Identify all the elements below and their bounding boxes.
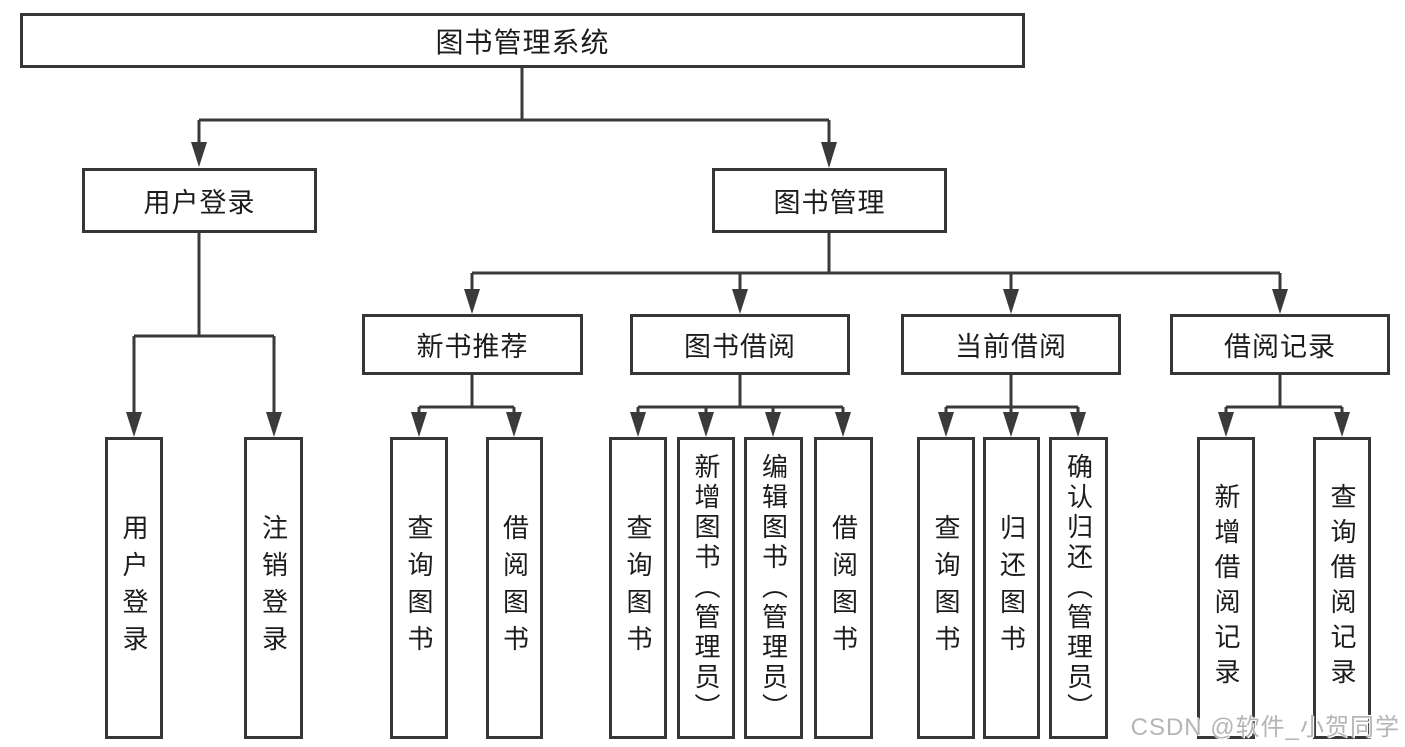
leaf-node-user-login: 用户登录: [105, 437, 163, 739]
leaf-node-borrow-books: 借阅图书: [486, 437, 543, 739]
arrowhead: [266, 412, 282, 437]
arrowhead: [630, 412, 646, 437]
arrowhead: [698, 412, 714, 437]
connector-borrow-record-group: [1218, 375, 1350, 437]
arrowhead: [464, 289, 480, 314]
arrowhead: [1070, 412, 1086, 437]
leaf-node-confirm-return-admin: 确认归还（管理员）: [1049, 437, 1108, 739]
leaf-node-add-borrow-record: 新增借阅记录: [1197, 437, 1255, 739]
arrowhead: [126, 412, 142, 437]
arrowhead: [765, 412, 781, 437]
node-label: 新增图书（管理员）: [691, 453, 721, 723]
arrowhead: [1334, 412, 1350, 437]
node-label: 借阅图书: [828, 514, 859, 662]
arrowhead: [1003, 412, 1019, 437]
leaf-node-borrow-books: 借阅图书: [814, 437, 873, 739]
leaf-node-query-books: 查询图书: [390, 437, 448, 739]
level2-node-user-login: 用户登录: [82, 168, 317, 233]
arrowhead: [411, 412, 427, 437]
arrowhead: [835, 412, 851, 437]
node-label: 图书管理系统: [435, 26, 610, 58]
connector-new-book-recommend-group: [411, 375, 522, 437]
node-label: 新书推荐: [416, 332, 529, 362]
connector-user-login-branch: [126, 233, 282, 437]
connector-root-to-level2: [191, 68, 837, 168]
group-node-borrow-record: 借阅记录: [1170, 314, 1390, 375]
arrowhead: [1003, 289, 1019, 314]
arrowhead: [821, 142, 837, 168]
arrowhead: [506, 412, 522, 437]
leaf-node-query-books: 查询图书: [609, 437, 667, 739]
leaf-node-add-books-admin: 新增图书（管理员）: [677, 437, 735, 739]
level2-node-book-management: 图书管理: [712, 168, 947, 233]
leaf-node-return-books: 归还图书: [983, 437, 1040, 739]
node-label: 图书管理: [773, 188, 886, 218]
csdn-watermark: CSDN @软件_小贺同学: [1130, 714, 1400, 741]
node-label: 用户登录: [143, 188, 256, 218]
node-label: 借阅图书: [499, 514, 530, 662]
arrowhead: [1218, 412, 1234, 437]
group-node-new-book-recommend: 新书推荐: [362, 314, 583, 375]
node-label: 借阅记录: [1224, 332, 1336, 362]
node-label: 查询图书: [404, 514, 434, 662]
arrowhead: [732, 289, 748, 314]
node-label: 当前借阅: [955, 332, 1067, 362]
group-node-current-borrow: 当前借阅: [901, 314, 1121, 375]
connector-book-management-branch: [464, 233, 1288, 314]
node-label: 查询图书: [623, 514, 653, 662]
node-label: 查询借阅记录: [1327, 483, 1357, 693]
arrowhead: [938, 412, 954, 437]
leaf-node-logout: 注销登录: [244, 437, 303, 739]
node-label: 新增借阅记录: [1211, 483, 1241, 693]
node-label: 归还图书: [996, 514, 1027, 662]
node-label: 查询图书: [931, 514, 961, 662]
leaf-node-query-borrow-record: 查询借阅记录: [1313, 437, 1371, 739]
connector-book-borrow-group: [630, 375, 851, 437]
node-label: 用户登录: [119, 514, 149, 662]
connector-current-borrow-group: [938, 375, 1086, 437]
arrowhead: [1272, 289, 1288, 314]
leaf-node-query-books: 查询图书: [917, 437, 975, 739]
leaf-node-edit-books-admin: 编辑图书（管理员）: [744, 437, 803, 739]
root-node-library-management-system: 图书管理系统: [20, 13, 1025, 68]
node-label: 确认归还（管理员）: [1063, 453, 1094, 723]
group-node-book-borrow: 图书借阅: [630, 314, 850, 375]
node-label: 编辑图书（管理员）: [758, 453, 789, 723]
arrowhead: [191, 142, 207, 167]
node-label: 注销登录: [258, 514, 289, 662]
node-label: 图书借阅: [684, 332, 796, 362]
